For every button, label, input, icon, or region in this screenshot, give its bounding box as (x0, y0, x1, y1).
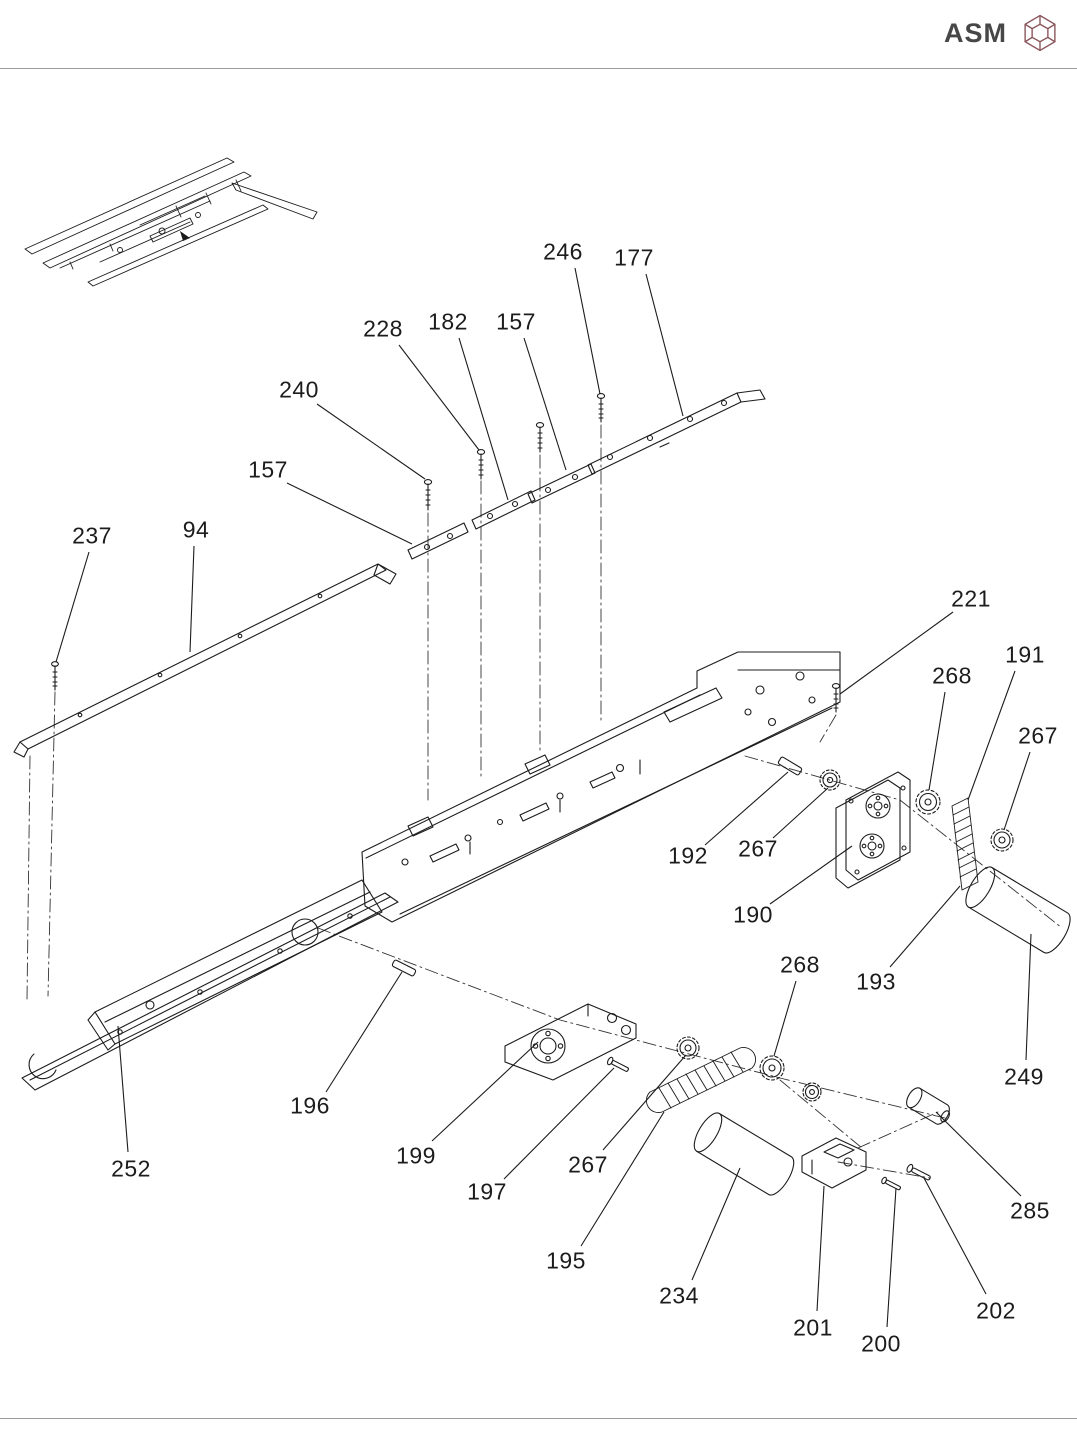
part-268-gear-a (915, 789, 941, 815)
part-label-191: 191 (1005, 641, 1045, 668)
part-label-195: 195 (546, 1247, 586, 1274)
part-label-199: 199 (396, 1142, 436, 1169)
part-label-202: 202 (976, 1297, 1016, 1324)
part-237-screw (51, 661, 59, 691)
part-main-body (87, 651, 841, 1051)
part-label-201: 201 (793, 1314, 833, 1341)
part-177-strip-long (587, 389, 766, 475)
part-label-237: 237 (72, 522, 112, 549)
part-label-267-b: 267 (1018, 722, 1058, 749)
bottom-separator (0, 1418, 1077, 1419)
part-246-screw (596, 393, 606, 423)
part-label-157-a: 157 (496, 308, 536, 335)
part-label-157-b: 157 (248, 456, 288, 483)
part-label-177: 177 (614, 244, 654, 271)
part-label-252: 252 (111, 1155, 151, 1182)
part-196-pin (391, 959, 417, 977)
part-267-gear-c (676, 1036, 700, 1060)
assembled-overview (24, 157, 318, 287)
part-240-screw (423, 479, 433, 511)
brand-text: ASM (944, 17, 1007, 48)
top-separator (0, 68, 1077, 69)
part-label-94: 94 (182, 516, 210, 543)
part-label-221: 221 (951, 585, 991, 612)
part-label-196: 196 (290, 1092, 330, 1119)
part-182-strip (471, 490, 536, 530)
part-285-cylinder (906, 1087, 951, 1125)
part-label-200: 200 (861, 1330, 901, 1357)
part-label-182: 182 (428, 308, 468, 335)
part-label-228: 228 (363, 315, 403, 342)
part-label-193: 193 (856, 968, 896, 995)
part-200-pin (881, 1176, 901, 1191)
part-label-190: 190 (733, 901, 773, 928)
part-label-285: 285 (1010, 1197, 1050, 1224)
part-label-197: 197 (467, 1178, 507, 1205)
part-157-strip-left (407, 522, 469, 560)
part-267-gear-d (802, 1082, 822, 1102)
part-201-bracket (801, 1137, 867, 1189)
part-label-249: 249 (1004, 1063, 1044, 1090)
part-252-rail (21, 892, 399, 1091)
part-267-gear-a (819, 769, 841, 791)
part-190-plate (835, 771, 911, 889)
part-267-gear-b (990, 828, 1014, 852)
part-label-246: 246 (543, 238, 583, 265)
part-249-roller (965, 866, 1071, 954)
part-label-192: 192 (668, 842, 708, 869)
part-label-268-a: 268 (932, 662, 972, 689)
part-192-pin (777, 756, 803, 776)
part-label-267-a: 267 (738, 835, 778, 862)
part-label-267-c: 267 (568, 1151, 608, 1178)
part-94-rail (13, 563, 397, 758)
part-191-toothed-belt (951, 797, 979, 891)
part-268-gear-b (759, 1055, 785, 1081)
part-label-234: 234 (659, 1282, 699, 1309)
asm-logo-icon (1024, 14, 1056, 52)
part-label-240: 240 (279, 376, 319, 403)
brand: ASM (944, 12, 1061, 54)
part-label-268-b: 268 (780, 951, 820, 978)
